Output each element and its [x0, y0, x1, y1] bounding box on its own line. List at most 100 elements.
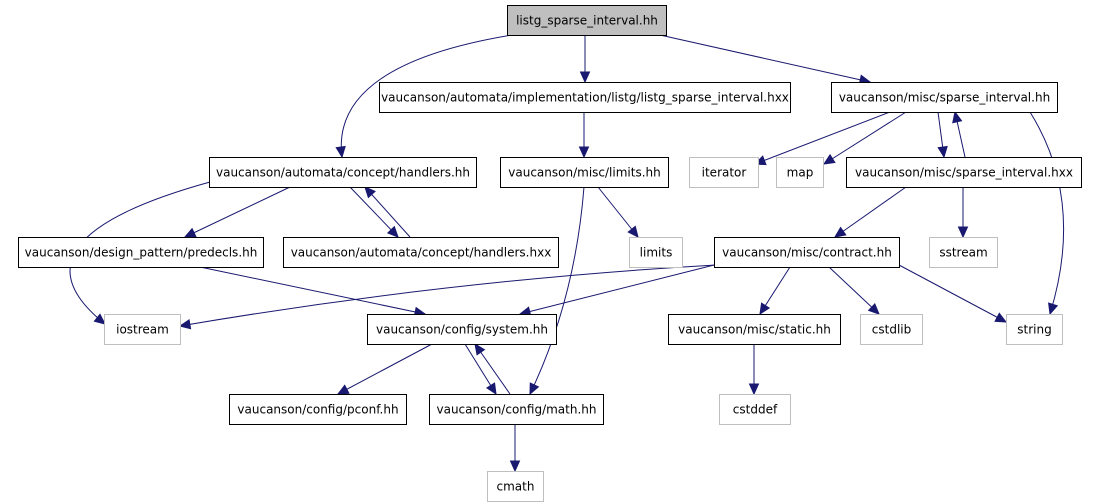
node-label: vaucanson/automata/concept/handlers.hxx	[291, 246, 552, 260]
node-box	[18, 237, 264, 268]
edge-static_hh-to-cstddef	[748, 344, 760, 396]
arrowhead	[364, 186, 376, 199]
node-box	[860, 314, 923, 345]
edge-handlers_hh-to-handlers_hxx	[349, 186, 399, 238]
node-box	[379, 82, 791, 113]
node-label: cstdlib	[872, 323, 911, 337]
edge-math_hh-to-system_hh	[474, 343, 511, 395]
arrowhead	[759, 302, 771, 316]
node-sparse-interval-hxx[interactable]: vaucanson/misc/sparse_interval.hxx	[846, 157, 1082, 188]
node-box	[209, 157, 477, 188]
edge-line	[340, 34, 513, 158]
edge-sparse_interval_hh-to-iterator	[753, 111, 891, 166]
node-label: vaucanson/misc/sparse_interval.hxx	[855, 166, 1073, 180]
edge-line	[823, 111, 907, 165]
node-label: vaucanson/config/math.hh	[436, 403, 596, 417]
node-label: limits	[640, 246, 673, 260]
arrowhead	[578, 146, 590, 159]
edge-contract_hh-to-string	[898, 264, 1008, 323]
edge-listg_sparse_interval_hh-to-listg_sparse_interval_hxx	[579, 35, 591, 84]
edge-line	[898, 264, 1007, 323]
edge-handlers_hh-to-predecls_hh	[183, 186, 291, 238]
edge-contract_hh-to-system_hh	[518, 263, 719, 317]
node-label: string	[1017, 323, 1051, 337]
arrowhead	[822, 153, 836, 165]
arrowhead	[529, 382, 540, 396]
edge-predecls_hh-to-system_hh	[199, 266, 427, 318]
arrowhead	[1048, 302, 1059, 316]
node-box	[776, 157, 824, 188]
node-math-hh[interactable]: vaucanson/config/math.hh	[429, 394, 604, 425]
edge-line	[754, 111, 891, 165]
node-box	[846, 157, 1082, 188]
edge-line	[184, 186, 291, 238]
node-box	[104, 314, 181, 345]
edge-line	[659, 34, 871, 83]
edge-line	[1029, 111, 1065, 315]
edge-system_hh-to-math_hh	[464, 343, 497, 396]
node-iostream: iostream	[104, 314, 181, 345]
edge-line	[364, 186, 411, 238]
node-static-hh[interactable]: vaucanson/misc/static.hh	[668, 314, 841, 345]
node-system-hh[interactable]: vaucanson/config/system.hh	[367, 314, 557, 345]
node-listg-sparse-interval-hxx[interactable]: vaucanson/automata/implementation/listg/…	[379, 82, 791, 113]
node-handlers-hh[interactable]: vaucanson/automata/concept/handlers.hh	[209, 157, 477, 188]
edge-line	[199, 266, 426, 315]
node-label: iostream	[116, 323, 169, 337]
node-predecls-hh[interactable]: vaucanson/design_pattern/predecls.hh	[18, 237, 264, 268]
edge-line	[597, 186, 639, 238]
arrowhead	[867, 302, 880, 315]
edge-contract_hh-to-cstdlib	[828, 266, 880, 315]
node-box	[689, 157, 759, 188]
edge-line	[519, 263, 719, 315]
edge-listg_sparse_interval_hxx-to-limits_hh	[578, 112, 590, 159]
node-iterator: iterator	[689, 157, 759, 188]
node-box	[507, 5, 667, 36]
edges-layer	[69, 34, 1065, 473]
arrowhead	[474, 343, 486, 356]
node-listg-sparse-interval-hh[interactable]: listg_sparse_interval.hh	[507, 5, 667, 36]
node-limits: limits	[629, 237, 683, 268]
node-box	[1006, 314, 1063, 345]
edge-contract_hh-to-iostream	[178, 264, 717, 330]
arrowhead	[485, 382, 497, 396]
node-box	[629, 237, 683, 268]
node-box	[668, 314, 841, 345]
edge-line	[179, 264, 717, 327]
arrowhead	[335, 145, 346, 159]
arrowhead	[93, 313, 106, 325]
node-box	[500, 157, 669, 188]
arrowhead	[386, 225, 399, 238]
node-box	[719, 394, 791, 425]
node-label: vaucanson/misc/static.hh	[678, 323, 831, 337]
node-sparse-interval-hh[interactable]: vaucanson/misc/sparse_interval.hh	[831, 82, 1058, 113]
node-cstdlib: cstdlib	[860, 314, 923, 345]
node-box	[367, 314, 557, 345]
arrowhead	[627, 225, 639, 238]
edge-handlers_hxx-to-handlers_hh	[364, 186, 411, 238]
arrowhead	[748, 383, 760, 396]
node-pconf-hh[interactable]: vaucanson/config/pconf.hh	[229, 394, 407, 425]
arrowhead	[834, 226, 847, 238]
edge-line	[337, 343, 433, 395]
arrowhead	[952, 110, 963, 124]
node-box	[831, 82, 1058, 113]
node-label: cstddef	[733, 403, 778, 417]
node-box	[929, 237, 998, 268]
node-limits-hh[interactable]: vaucanson/misc/limits.hh	[500, 157, 669, 188]
edge-math_hh-to-cmath	[509, 424, 521, 473]
node-label: sstream	[939, 246, 987, 260]
node-cmath: cmath	[487, 471, 544, 502]
edge-line	[529, 186, 585, 395]
edge-sparse_interval_hh-to-sparse_interval_hxx	[937, 111, 948, 159]
edge-listg_sparse_interval_hh-to-sparse_interval_hh	[659, 34, 872, 85]
node-contract-hh[interactable]: vaucanson/misc/contract.hh	[714, 237, 900, 268]
arrowhead	[178, 319, 192, 330]
node-label: vaucanson/config/system.hh	[376, 323, 548, 337]
node-handlers-hxx[interactable]: vaucanson/automata/concept/handlers.hxx	[283, 237, 559, 268]
node-label: vaucanson/automata/concept/handlers.hh	[216, 166, 470, 180]
arrowhead	[183, 227, 197, 238]
node-label: cmath	[497, 480, 535, 494]
node-label: vaucanson/config/pconf.hh	[237, 403, 398, 417]
